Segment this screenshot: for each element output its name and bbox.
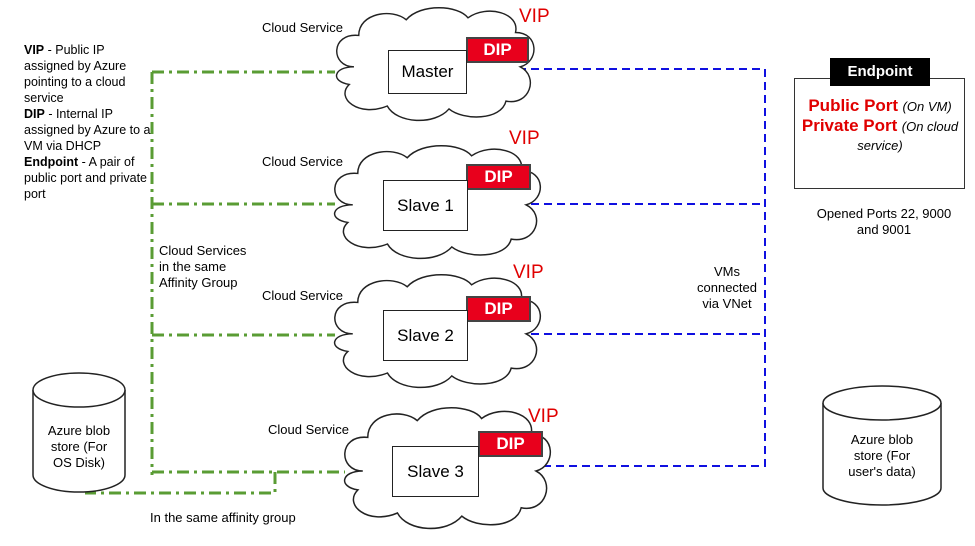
public-port-label: Public Port	[808, 96, 899, 115]
vm-slave-3: Slave 3	[392, 446, 479, 497]
vip-label-slave-2: VIP	[513, 262, 544, 283]
endpoint-title: Endpoint	[830, 58, 930, 86]
cloud-service-label-slave-3: Cloud Service	[268, 422, 349, 437]
dip-badge-slave-2: DIP	[466, 296, 531, 322]
same-affinity-caption: In the same affinity group	[150, 510, 296, 525]
private-port-note: (On cloud service)	[857, 119, 959, 153]
dip-badge-slave-1: DIP	[466, 164, 531, 190]
vm-master: Master	[388, 50, 467, 94]
opened-ports-label: Opened Ports 22, 9000 and 9001	[816, 206, 952, 237]
cloud-service-label-master: Cloud Service	[262, 20, 343, 35]
blob-store-left-label: Azure blob store (For OS Disk)	[47, 423, 111, 470]
blob-store-right	[822, 385, 942, 506]
endpoint-ports: Public Port (On VM) Private Port (On clo…	[800, 96, 960, 155]
vip-label-slave-3: VIP	[528, 406, 559, 427]
legend-endpoint-def: - A pair of public port and private port	[24, 155, 147, 201]
cloud-service-label-slave-1: Cloud Service	[262, 154, 343, 169]
vm-slave-1: Slave 1	[383, 180, 468, 231]
vnet-label: VMs connected via VNet	[697, 264, 757, 311]
private-port-label: Private Port	[801, 116, 898, 135]
legend-vip-term: VIP	[24, 43, 45, 57]
affinity-group-label: Cloud Services in the same Affinity Grou…	[159, 243, 247, 290]
blob-store-right-label: Azure blob store (For user's data)	[848, 432, 916, 479]
legend-dip-term: DIP	[24, 107, 45, 121]
vip-label-slave-1: VIP	[509, 128, 540, 149]
dip-badge-slave-3: DIP	[478, 431, 543, 457]
dip-badge-master: DIP	[466, 37, 529, 63]
vip-label-master: VIP	[519, 6, 550, 27]
legend: VIP - Public IP assigned by Azure pointi…	[24, 42, 154, 202]
legend-dip-def: - Internal IP assigned by Azure to a VM …	[24, 107, 151, 153]
cloud-service-label-slave-2: Cloud Service	[262, 288, 343, 303]
affinity-group-lines	[85, 70, 345, 495]
legend-vip-def: - Public IP assigned by Azure pointing t…	[24, 43, 127, 105]
vnet-lines	[466, 68, 766, 467]
vm-slave-2: Slave 2	[383, 310, 468, 361]
blob-store-left	[32, 372, 126, 493]
legend-endpoint-term: Endpoint	[24, 155, 79, 169]
public-port-note: (On VM)	[902, 99, 952, 114]
